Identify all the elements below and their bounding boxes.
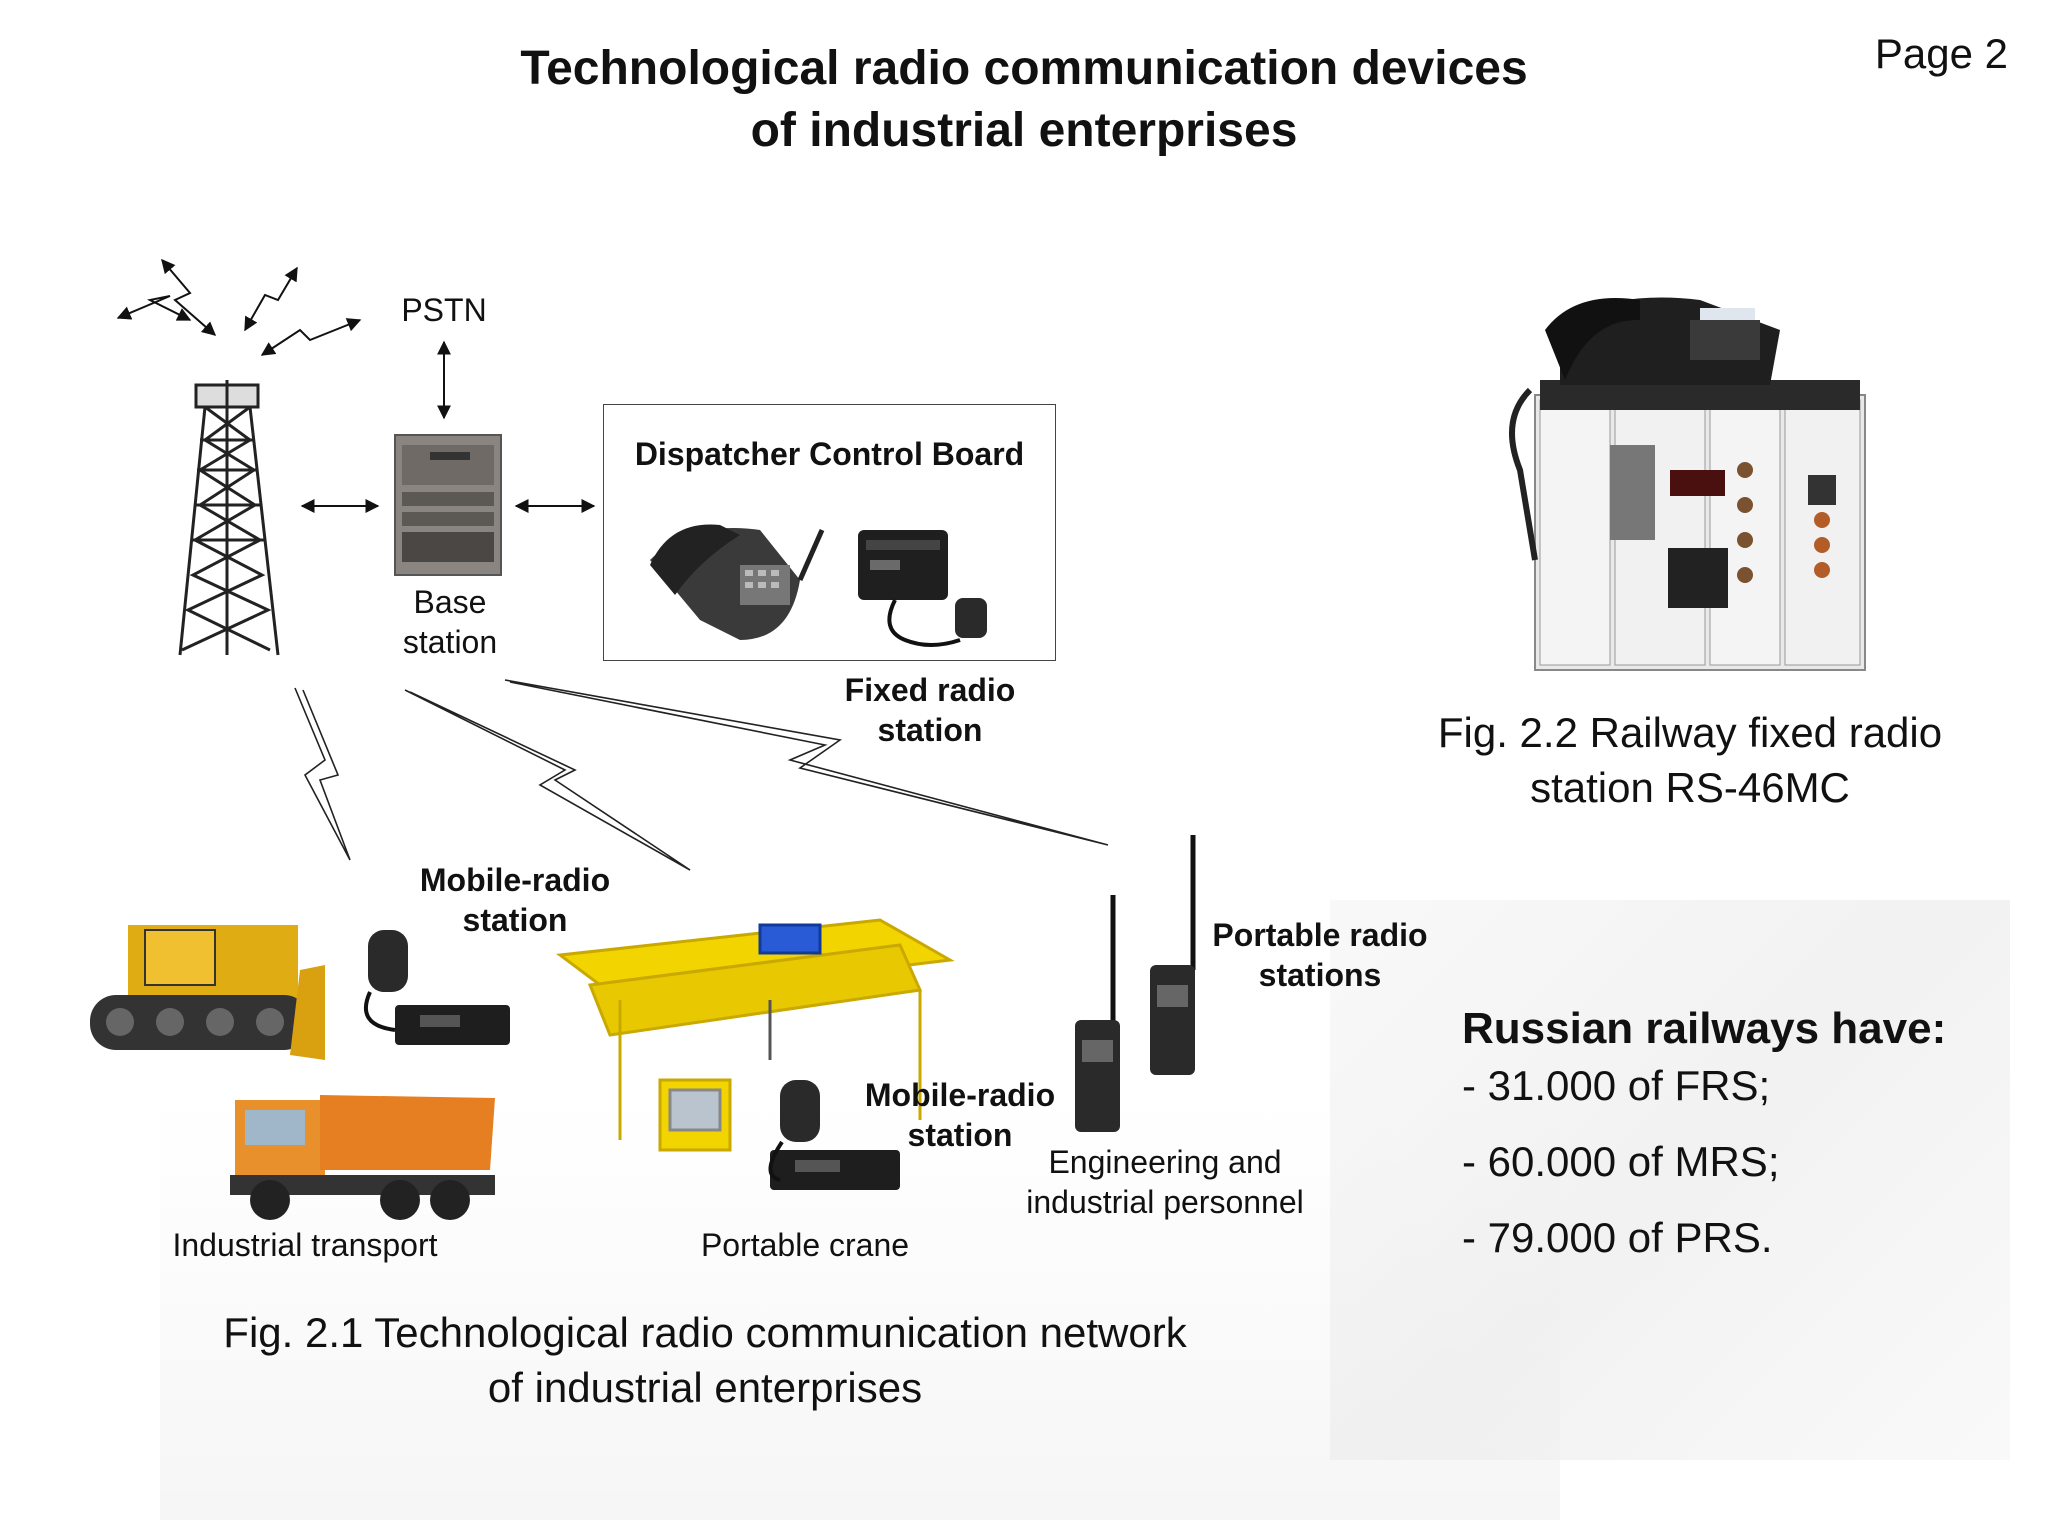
dispatcher-control-board [603,404,1056,661]
mobile-radio-a-icon [364,930,510,1045]
stat-mrs: - 60.000 of MRS; [1462,1138,1780,1185]
portable-crane-label: Portable crane [700,1227,910,1263]
radio-tower-icon [178,380,280,656]
fig2-caption-line-2: station RS-46MC [1530,764,1850,811]
fig1-caption-line-1: Fig. 2.1 Technological radio communicati… [223,1309,1187,1356]
mobile-radio-a-label: Mobile-radio station [390,860,640,940]
fixed-radio-label-line-2: station [877,712,983,748]
stats-heading: Russian railways have: [1462,1004,1947,1053]
pstn-label: PSTN [401,292,487,328]
fixed-radio-label: Fixed radio station [815,670,1045,750]
fig1-caption-line-2: of industrial enterprises [487,1364,923,1411]
radiation-arrows-icon [116,258,362,356]
mobile-radio-a-label-line-2: station [462,902,568,938]
desk-phone-icon [650,524,825,640]
base-station-label-line-2: station [402,624,498,660]
title-line-2: of industrial enterprises [750,104,1298,157]
stat-prs: - 79.000 of PRS. [1462,1214,1773,1261]
engineering-label-line-1: Engineering and [1048,1144,1282,1180]
portable-radios-icon [1075,835,1196,1132]
mobile-radio-b-icon [768,1080,900,1190]
mobile-radio-b-label-line-2: station [907,1117,1013,1153]
base-station-label: Base station [380,582,520,662]
fig1-caption: Fig. 2.1 Technological radio communicati… [130,1305,1280,1415]
mobile-radio-b-label: Mobile-radio station [835,1075,1085,1155]
bulldozer-icon [90,925,325,1060]
title-line-1: Technological radio communication device… [520,42,1528,95]
stat-frs: - 31.000 of FRS; [1462,1062,1771,1109]
base-station-icon [394,434,502,576]
engineering-label-line-2: industrial personnel [1026,1184,1304,1220]
railway-stats: Russian railways have: - 31.000 of FRS; … [1462,1000,2022,1266]
engineering-personnel-label: Engineering and industrial personnel [1005,1142,1325,1222]
fixed-radio-label-line-1: Fixed radio [844,672,1016,708]
mobile-radio-b-label-line-1: Mobile-radio [864,1077,1056,1113]
rs46mc-radio-station-icon [1509,297,1866,671]
radio-links [294,679,1109,871]
fig2-caption-line-1: Fig. 2.2 Railway fixed radio [1437,709,1943,756]
portable-radio-label-line-1: Portable radio [1212,917,1428,953]
dump-truck-icon [230,1095,495,1220]
fixed-radio-icon [858,530,987,647]
portable-radio-label-line-2: stations [1258,957,1382,993]
page-title: Technological radio communication device… [0,38,2048,162]
dispatcher-board-label: Dispatcher Control Board [634,436,1025,472]
fig2-caption: Fig. 2.2 Railway fixed radio station RS-… [1380,705,2000,815]
portable-radio-label: Portable radio stations [1195,915,1445,995]
background-fade-right [1330,900,2010,1460]
page-number: Page 2 [1874,30,2008,77]
mobile-radio-a-label-line-1: Mobile-radio [419,862,611,898]
industrial-transport-label: Industrial transport [172,1227,438,1263]
overhead-crane-icon [556,918,955,1152]
base-station-label-line-1: Base [413,584,487,620]
